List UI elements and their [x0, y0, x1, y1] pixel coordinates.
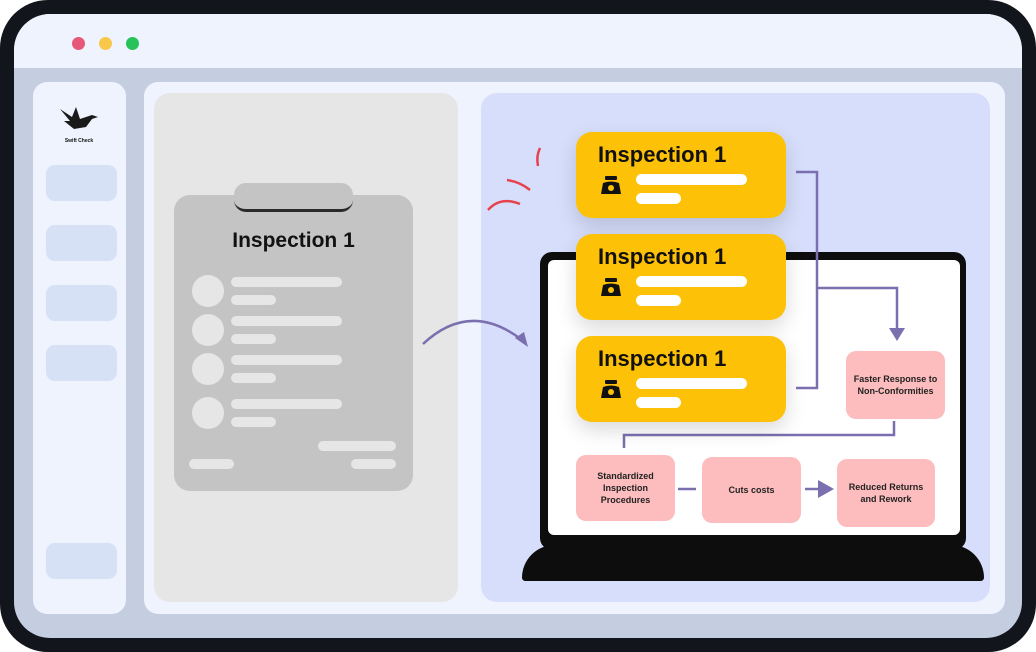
card-line	[636, 276, 747, 287]
title-bar	[14, 14, 1022, 68]
alert-marks-icon	[487, 147, 542, 211]
arrow-right-icon	[818, 480, 834, 498]
arrow-down-icon	[889, 328, 905, 341]
logo-text: Swift Check	[64, 138, 94, 144]
inspection-card[interactable]: Inspection 1	[576, 336, 786, 422]
clipboard-clip	[234, 183, 353, 212]
card-line	[636, 174, 747, 185]
list-line	[231, 373, 276, 383]
sidebar-item-settings[interactable]	[46, 543, 117, 579]
inspection-card[interactable]: Inspection 1	[576, 234, 786, 320]
transition-arrow	[422, 319, 523, 345]
clipboard-title: Inspection 1	[232, 229, 355, 252]
flow-cuts-costs: Cuts costs	[702, 457, 801, 523]
flow-standardized-procedures: Standardized Inspection Procedures	[576, 455, 675, 521]
weight-icon	[601, 176, 621, 194]
footer-line	[189, 459, 234, 469]
minimize-button[interactable]	[99, 37, 112, 50]
list-avatar	[192, 353, 224, 385]
flow-faster-response: Faster Response to Non-Conformities	[846, 351, 945, 419]
laptop-base	[522, 545, 984, 581]
weight-icon	[601, 278, 621, 296]
sidebar-item-1[interactable]	[46, 165, 117, 201]
sidebar-item-3[interactable]	[46, 285, 117, 321]
weight-icon	[601, 380, 621, 398]
close-button[interactable]	[72, 37, 85, 50]
card-title: Inspection 1	[598, 346, 727, 371]
bird-logo-icon	[60, 107, 98, 129]
list-avatar	[192, 275, 224, 307]
list-line	[231, 417, 276, 427]
list-line	[231, 316, 342, 326]
sidebar-item-2[interactable]	[46, 225, 117, 261]
card-title: Inspection 1	[598, 142, 727, 167]
list-line	[231, 295, 276, 305]
inspection-card[interactable]: Inspection 1	[576, 132, 786, 218]
maximize-button[interactable]	[126, 37, 139, 50]
card-line	[636, 193, 681, 204]
arrow-head-icon	[515, 332, 528, 347]
card-line	[636, 397, 681, 408]
card-line	[636, 378, 747, 389]
logo: Swift Check	[56, 103, 102, 144]
list-line	[231, 399, 342, 409]
card-title: Inspection 1	[598, 244, 727, 269]
footer-line	[351, 459, 396, 469]
list-line	[231, 334, 276, 344]
card-line	[636, 295, 681, 306]
list-line	[231, 277, 342, 287]
flow-reduced-returns: Reduced Returns and Rework	[837, 459, 935, 527]
list-line	[231, 355, 342, 365]
sidebar-item-4[interactable]	[46, 345, 117, 381]
list-avatar	[192, 397, 224, 429]
footer-line	[318, 441, 396, 451]
list-avatar	[192, 314, 224, 346]
